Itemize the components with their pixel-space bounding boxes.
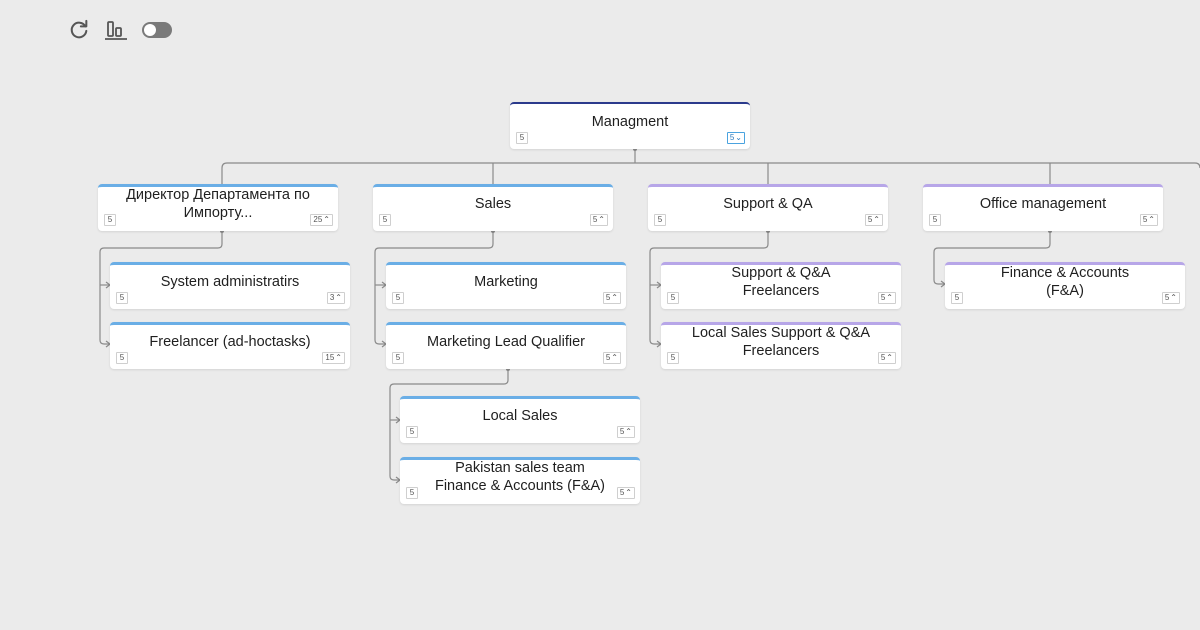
expand-toggle-button[interactable]: 5⌃ xyxy=(877,352,896,364)
member-count-badge: 5 xyxy=(116,292,128,304)
children-count: 5 xyxy=(1142,215,1148,224)
expand-toggle-button[interactable]: 5⌃ xyxy=(1139,214,1158,226)
org-node-title: System administratirs xyxy=(160,274,300,290)
expand-toggle-button[interactable]: 25⌃ xyxy=(310,214,333,226)
children-count: 15 xyxy=(325,353,335,362)
expand-toggle-button[interactable]: 5⌃ xyxy=(864,214,883,226)
org-node-director[interactable]: Директор Департамента по Импорту... 5 25⌃ xyxy=(98,184,338,231)
chevron-up-icon: ⌃ xyxy=(335,353,342,362)
org-node-title: Sales xyxy=(474,196,512,212)
expand-toggle-button[interactable]: 5⌃ xyxy=(602,352,621,364)
expand-toggle-button[interactable]: 5⌃ xyxy=(1161,292,1180,304)
chevron-up-icon: ⌃ xyxy=(625,488,632,497)
align-bottom-icon[interactable] xyxy=(104,19,128,41)
connector-mlq-children xyxy=(389,369,509,481)
expand-toggle-button[interactable]: 5⌃ xyxy=(616,426,635,438)
member-count-badge: 5 xyxy=(392,292,404,304)
chevron-up-icon: ⌃ xyxy=(335,293,342,302)
member-count-badge: 5 xyxy=(654,214,666,226)
expand-toggle-button[interactable]: 5⌃ xyxy=(616,487,635,499)
chevron-up-icon: ⌃ xyxy=(611,353,618,362)
member-count-badge: 5 xyxy=(379,214,391,226)
children-count: 5 xyxy=(880,293,886,302)
children-count: 5 xyxy=(592,215,598,224)
children-count: 5 xyxy=(605,353,611,362)
org-node-title: Support & Q&A Freelancers xyxy=(731,265,831,299)
expand-toggle-button[interactable]: 5⌄ xyxy=(726,132,745,144)
children-count: 5 xyxy=(880,353,886,362)
org-node-title: Office management xyxy=(979,196,1107,212)
children-count: 25 xyxy=(313,215,323,224)
expand-toggle-button[interactable]: 15⌃ xyxy=(322,352,345,364)
children-count: 5 xyxy=(729,133,735,142)
org-node-title: Pakistan sales team Finance & Accounts (… xyxy=(434,460,606,494)
children-count: 5 xyxy=(619,488,625,497)
org-node-title: Support & QA xyxy=(723,196,813,212)
member-count-badge: 5 xyxy=(392,352,404,364)
chevron-up-icon: ⌃ xyxy=(598,215,605,224)
chevron-up-icon: ⌃ xyxy=(323,215,330,224)
children-count: 5 xyxy=(605,293,611,302)
member-count-badge: 5 xyxy=(406,426,418,438)
refresh-icon[interactable] xyxy=(68,19,90,41)
member-count-badge: 5 xyxy=(667,292,679,304)
org-node-title: Marketing Lead Qualifier xyxy=(427,334,585,350)
member-count-badge: 5 xyxy=(516,132,528,144)
org-node-pakistan[interactable]: Pakistan sales team Finance & Accounts (… xyxy=(400,457,640,504)
expand-toggle-button[interactable]: 5⌃ xyxy=(877,292,896,304)
org-node-freelancer[interactable]: Freelancer (ad-hoctasks) 5 15⌃ xyxy=(110,322,350,369)
connector-support-children xyxy=(649,231,769,345)
org-node-title: Freelancer (ad-hoctasks) xyxy=(149,334,311,350)
children-count: 5 xyxy=(619,427,625,436)
chevron-up-icon: ⌃ xyxy=(873,215,880,224)
chevron-up-icon: ⌃ xyxy=(886,353,893,362)
member-count-badge: 5 xyxy=(104,214,116,226)
chevron-down-icon: ⌄ xyxy=(735,133,742,142)
chevron-up-icon: ⌃ xyxy=(611,293,618,302)
org-node-title: Local Sales xyxy=(482,408,558,424)
expand-toggle-button[interactable]: 5⌃ xyxy=(602,292,621,304)
children-count: 5 xyxy=(867,215,873,224)
member-count-badge: 5 xyxy=(951,292,963,304)
org-node-title: Finance & Accounts (F&A) xyxy=(1000,265,1130,299)
member-count-badge: 5 xyxy=(667,352,679,364)
children-count: 5 xyxy=(1164,293,1170,302)
org-node-title: Managment xyxy=(591,113,669,130)
org-node-title: Marketing xyxy=(474,274,538,290)
org-node-title: Директор Департамента по Импорту... xyxy=(126,187,310,221)
connector-office-children xyxy=(933,231,1051,285)
children-count: 3 xyxy=(329,293,335,302)
org-node-title: Local Sales Support & Q&A Freelancers xyxy=(691,325,871,359)
chevron-up-icon: ⌃ xyxy=(886,293,893,302)
view-toggle[interactable] xyxy=(142,22,172,38)
toggle-knob xyxy=(144,24,156,36)
chevron-up-icon: ⌃ xyxy=(625,427,632,436)
toolbar xyxy=(68,18,172,42)
connector-director-children xyxy=(99,231,223,345)
chevron-up-icon: ⌃ xyxy=(1148,215,1155,224)
connector-sales-children xyxy=(374,231,494,345)
expand-toggle-button[interactable]: 3⌃ xyxy=(326,292,345,304)
org-node-sysadmin[interactable]: System administratirs 5 3⌃ xyxy=(110,262,350,309)
member-count-badge: 5 xyxy=(116,352,128,364)
expand-toggle-button[interactable]: 5⌃ xyxy=(589,214,608,226)
connector-level-1 xyxy=(221,162,1200,184)
member-count-badge: 5 xyxy=(406,487,418,499)
chevron-up-icon: ⌃ xyxy=(1170,293,1177,302)
member-count-badge: 5 xyxy=(929,214,941,226)
